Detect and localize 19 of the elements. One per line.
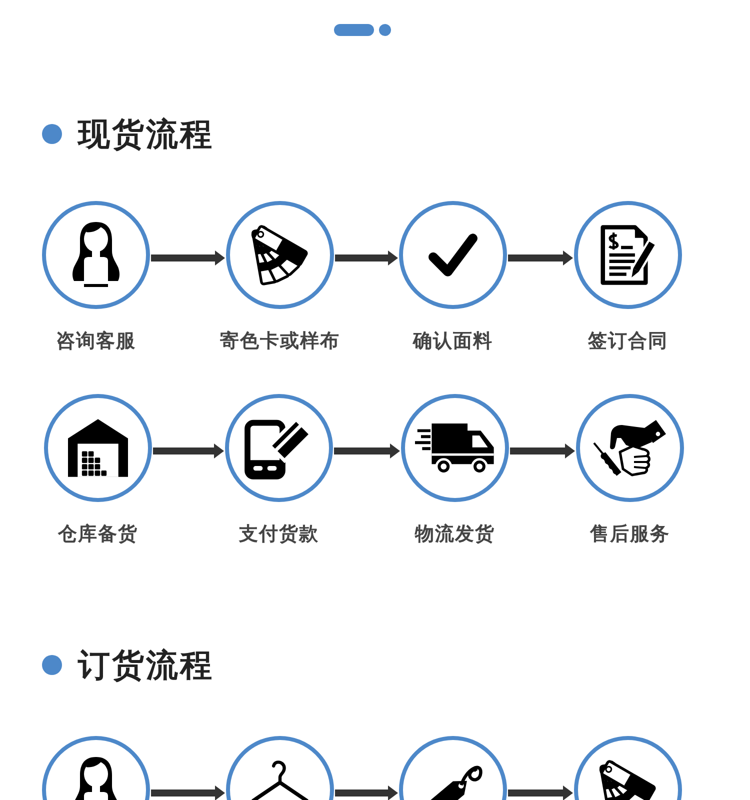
arrow <box>334 444 400 458</box>
step-label: 支付货款 <box>239 522 319 546</box>
arrow <box>508 786 573 800</box>
step-label: 物流发货 <box>415 522 495 546</box>
arrow <box>151 250 225 266</box>
step-label: 咨询客服 <box>56 329 136 353</box>
step-label: 签订合同 <box>588 329 668 353</box>
arrow <box>151 786 225 800</box>
step-label: 仓库备货 <box>58 522 138 546</box>
arrow <box>335 250 398 266</box>
arrow <box>335 786 398 800</box>
step-label: 寄色卡或样布 <box>220 329 340 353</box>
section-heading: 订货流程 <box>78 645 214 685</box>
step-label: 售后服务 <box>590 522 670 546</box>
arrow <box>153 444 224 458</box>
step-label: 确认面料 <box>413 329 493 353</box>
arrow <box>510 444 575 458</box>
arrow <box>508 250 573 266</box>
section-heading: 现货流程 <box>78 114 214 154</box>
